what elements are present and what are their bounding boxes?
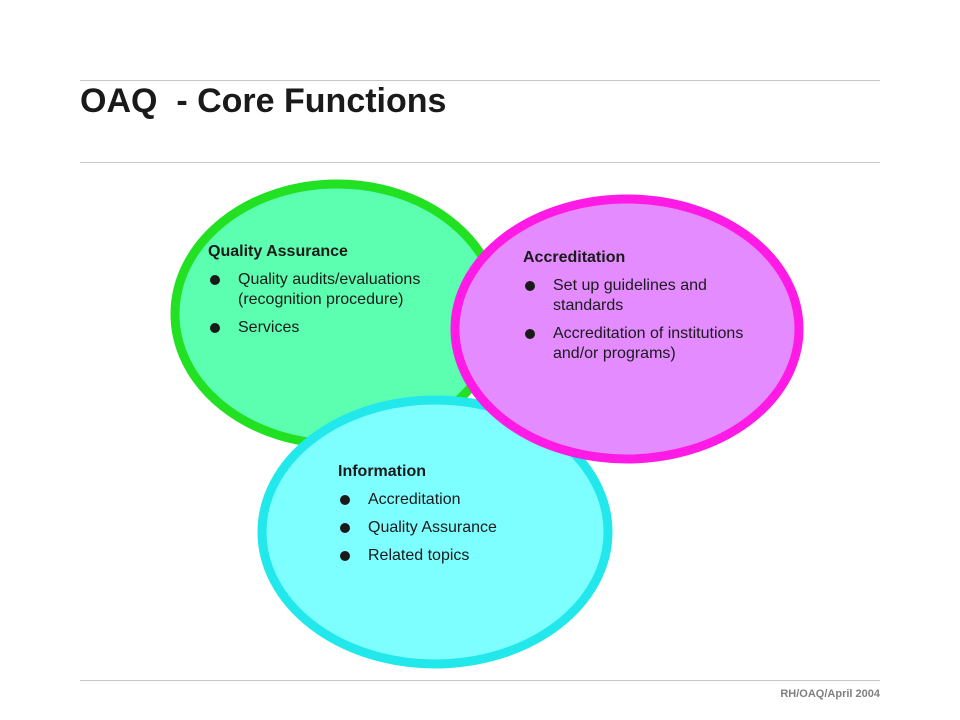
top-rule	[80, 80, 880, 81]
accreditation-list: Set up guidelines and standards Accredit…	[523, 276, 748, 364]
list-item: Accreditation of institutions and/or pro…	[523, 324, 748, 364]
bullet-icon	[210, 275, 220, 285]
quality-assurance-heading: Quality Assurance	[208, 243, 348, 260]
accreditation-box: Accreditation Set up guidelines and stan…	[523, 248, 748, 372]
bullet-icon	[340, 495, 350, 505]
list-item-text: Accreditation	[368, 491, 461, 508]
accreditation-heading: Accreditation	[523, 249, 626, 266]
list-item-text: Set up guidelines and standards	[553, 277, 707, 314]
list-item: Quality audits/evaluations (recognition …	[208, 270, 463, 310]
information-heading: Information	[338, 463, 426, 480]
bullet-icon	[340, 551, 350, 561]
information-circle	[257, 395, 613, 669]
bullet-icon	[525, 329, 535, 339]
information-box: Information Accreditation Quality Assura…	[338, 462, 578, 574]
slide-title: OAQ - Core Functions	[80, 82, 447, 120]
bullet-icon	[210, 323, 220, 333]
list-item: Services	[208, 318, 463, 338]
quality-assurance-list: Quality audits/evaluations (recognition …	[208, 270, 463, 338]
list-item: Related topics	[338, 546, 578, 566]
title-underline-rule	[80, 162, 880, 163]
list-item-text: Services	[238, 319, 300, 336]
list-item: Quality Assurance	[338, 518, 578, 538]
accreditation-circle	[450, 194, 804, 464]
list-item-text: Accreditation of institutions and/or pro…	[553, 325, 744, 362]
quality-assurance-box: Quality Assurance Quality audits/evaluat…	[208, 242, 463, 346]
list-item-text: Quality Assurance	[368, 519, 497, 536]
bullet-icon	[340, 523, 350, 533]
bullet-icon	[525, 281, 535, 291]
footer-text: RH/OAQ/April 2004	[780, 688, 880, 700]
list-item-text: Related topics	[368, 547, 470, 564]
list-item: Set up guidelines and standards	[523, 276, 748, 316]
footer-rule	[80, 680, 880, 681]
list-item: Accreditation	[338, 490, 578, 510]
information-list: Accreditation Quality Assurance Related …	[338, 490, 578, 566]
list-item-text: Quality audits/evaluations (recognition …	[238, 271, 421, 308]
